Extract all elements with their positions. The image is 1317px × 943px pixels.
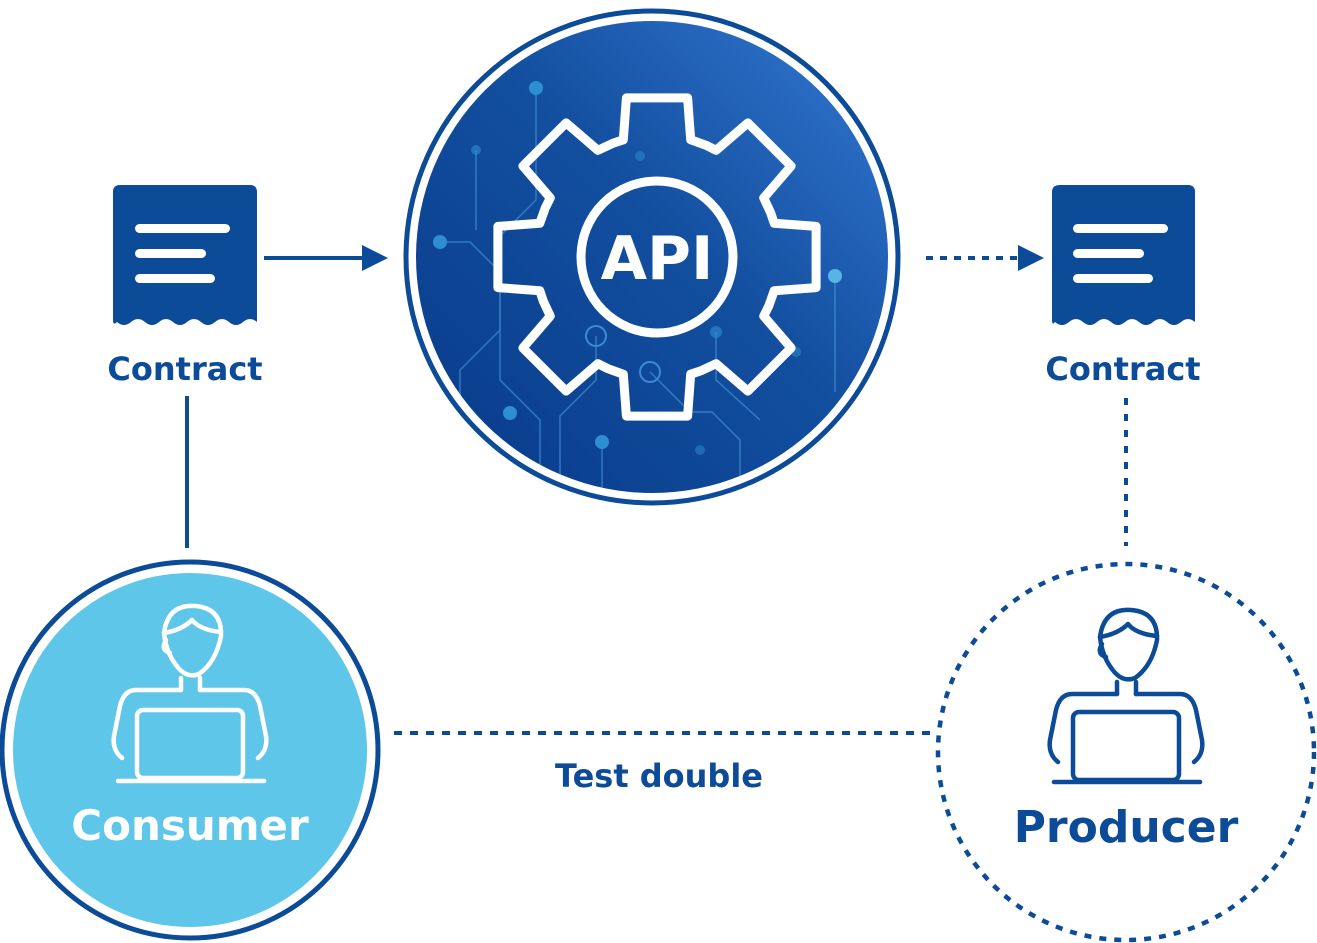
arrow-contract-to-api xyxy=(264,245,388,271)
consumer-label: Consumer xyxy=(71,801,309,850)
api-node: API xyxy=(403,8,901,506)
person-at-laptop-icon xyxy=(111,603,269,784)
contract-right-label: Contract xyxy=(1045,350,1200,388)
circuit-pattern xyxy=(440,88,836,490)
contract-left-label: Contract xyxy=(107,350,262,388)
edge-test-double-label: Test double xyxy=(555,757,763,795)
gear-icon xyxy=(493,93,821,421)
contract-right-icon xyxy=(1052,185,1195,325)
consumer-node: Consumer xyxy=(0,559,381,941)
contract-left-icon xyxy=(113,185,257,325)
api-label: API xyxy=(601,224,714,294)
arrow-api-to-contract xyxy=(926,245,1044,271)
producer-node: Producer xyxy=(935,561,1317,943)
person-at-laptop-icon xyxy=(1047,607,1205,785)
circuit-dots xyxy=(433,81,842,455)
producer-label: Producer xyxy=(1014,802,1239,853)
